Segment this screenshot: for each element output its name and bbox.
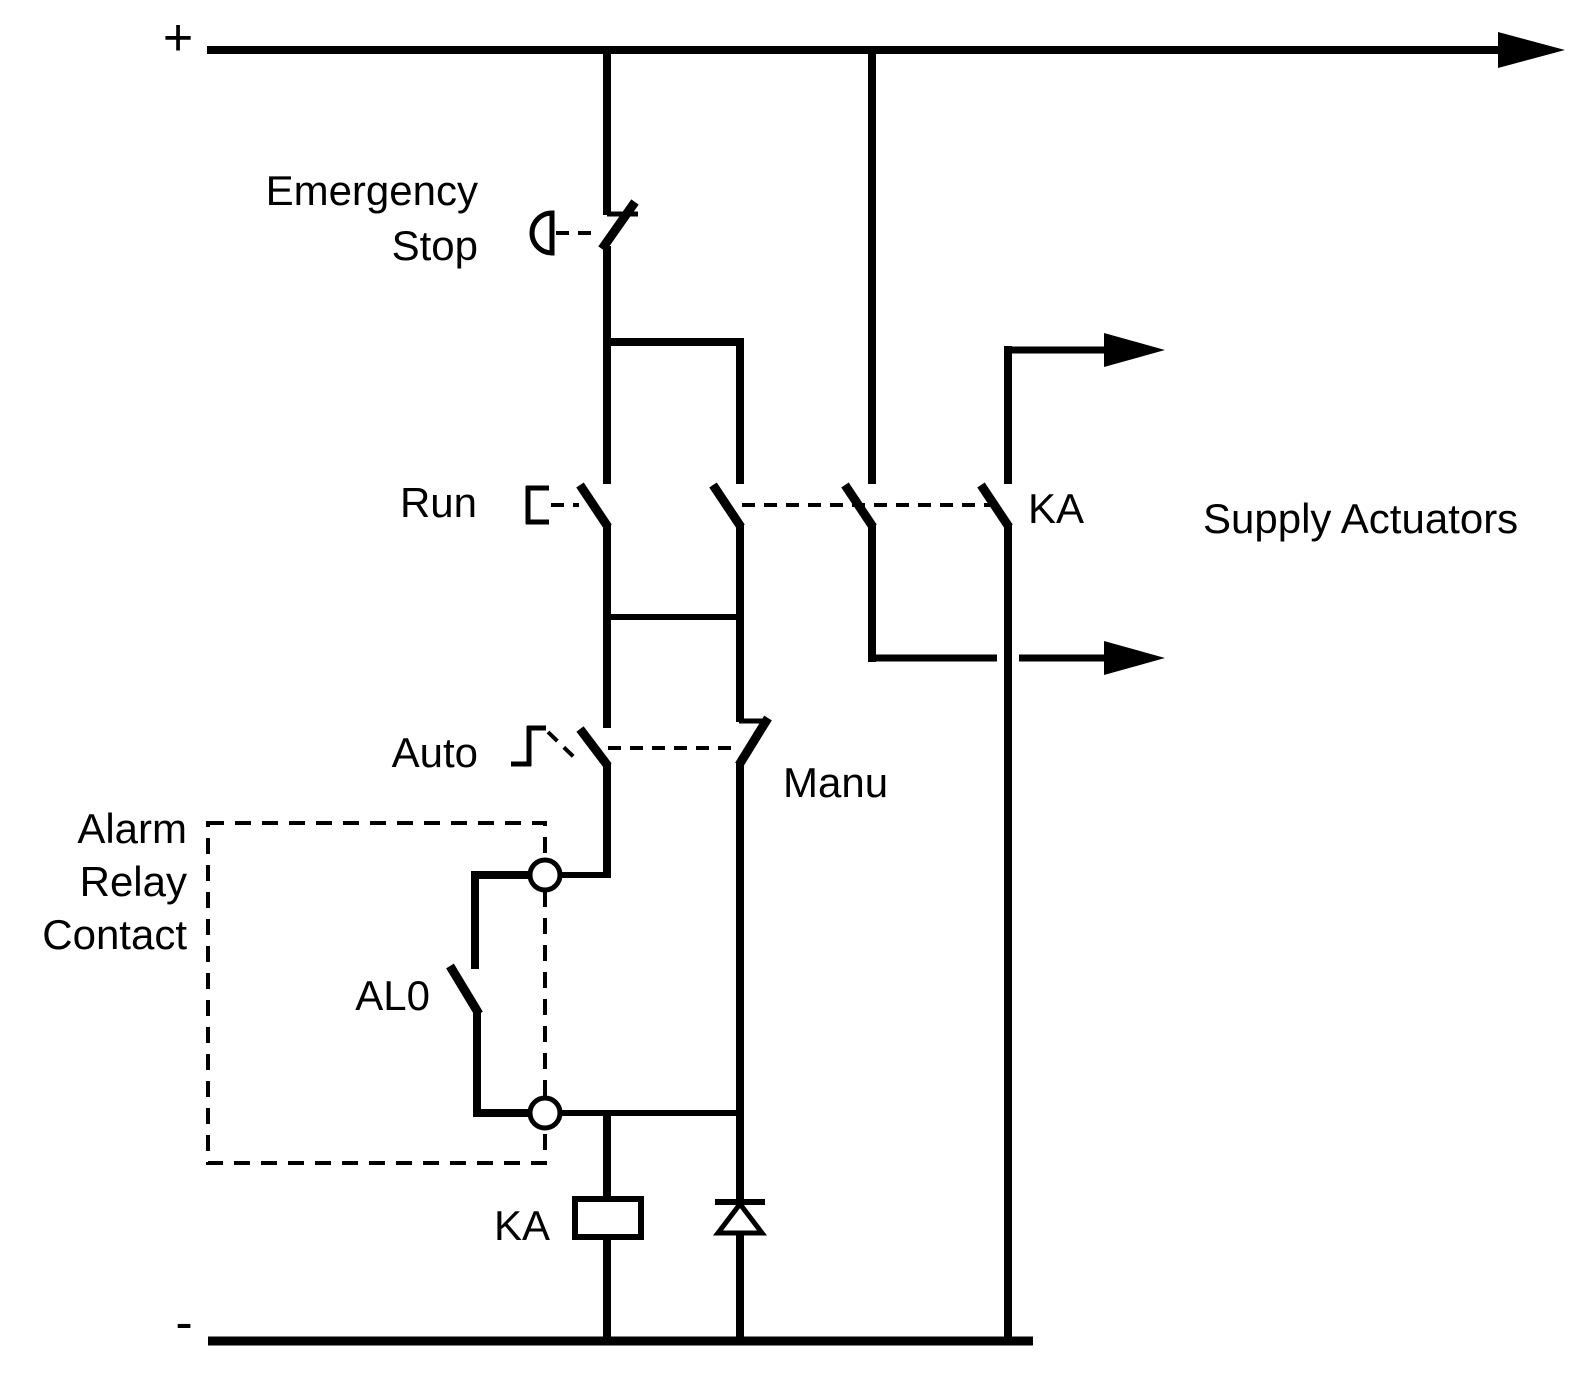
diode-triangle-icon [712, 1199, 768, 1236]
terminal-circle-lower [527, 1095, 563, 1131]
emergency-stop-mushroom-icon [529, 210, 555, 256]
al0-branch [446, 857, 744, 1131]
ka-coil-symbol [572, 1196, 644, 1240]
al0-contact-blade [446, 963, 483, 1017]
positive-rail [207, 32, 1565, 68]
ka-contact-label: KA [1028, 485, 1084, 532]
branch-b [709, 338, 772, 1341]
auto-contact-blade [576, 726, 612, 769]
positive-rail-label: + [163, 9, 193, 67]
alarm-relay-label-line3: Contact [42, 911, 187, 958]
manu-label: Manu [783, 759, 888, 806]
terminal-circle-upper [527, 857, 563, 893]
branch-a [572, 46, 742, 1341]
emergency-stop-label-line1: Emergency [266, 167, 478, 214]
alarm-relay-label-line1: Alarm [77, 805, 187, 852]
emergency-stop-label-line2: Stop [392, 222, 478, 269]
alarm-relay-label-line2: Relay [80, 858, 187, 905]
alarm-relay-dashed-box [206, 821, 547, 1165]
al0-label: AL0 [355, 972, 430, 1019]
auto-label: Auto [392, 729, 478, 776]
run-contact-blade [576, 482, 612, 530]
mechanical-links [546, 231, 1002, 764]
branch-d [977, 333, 1165, 1341]
estop-contact-blade [598, 199, 639, 252]
ka-hold-contact-blade [709, 482, 745, 530]
run-label: Run [400, 479, 477, 526]
auto-selector-icon [511, 725, 546, 767]
manu-contact-blade [735, 715, 772, 768]
run-pushbutton-icon [525, 485, 549, 525]
positive-rail-arrow-icon [1498, 32, 1565, 68]
auto-actuator-link-dash [546, 730, 581, 764]
supply-actuators-label: Supply Actuators [1203, 495, 1518, 542]
ka-coil-label: KA [494, 1202, 550, 1249]
supply-arrow-lower-icon [1104, 641, 1165, 675]
supply-arrow-upper-icon [1104, 333, 1165, 367]
negative-rail-label: - [175, 1294, 192, 1352]
